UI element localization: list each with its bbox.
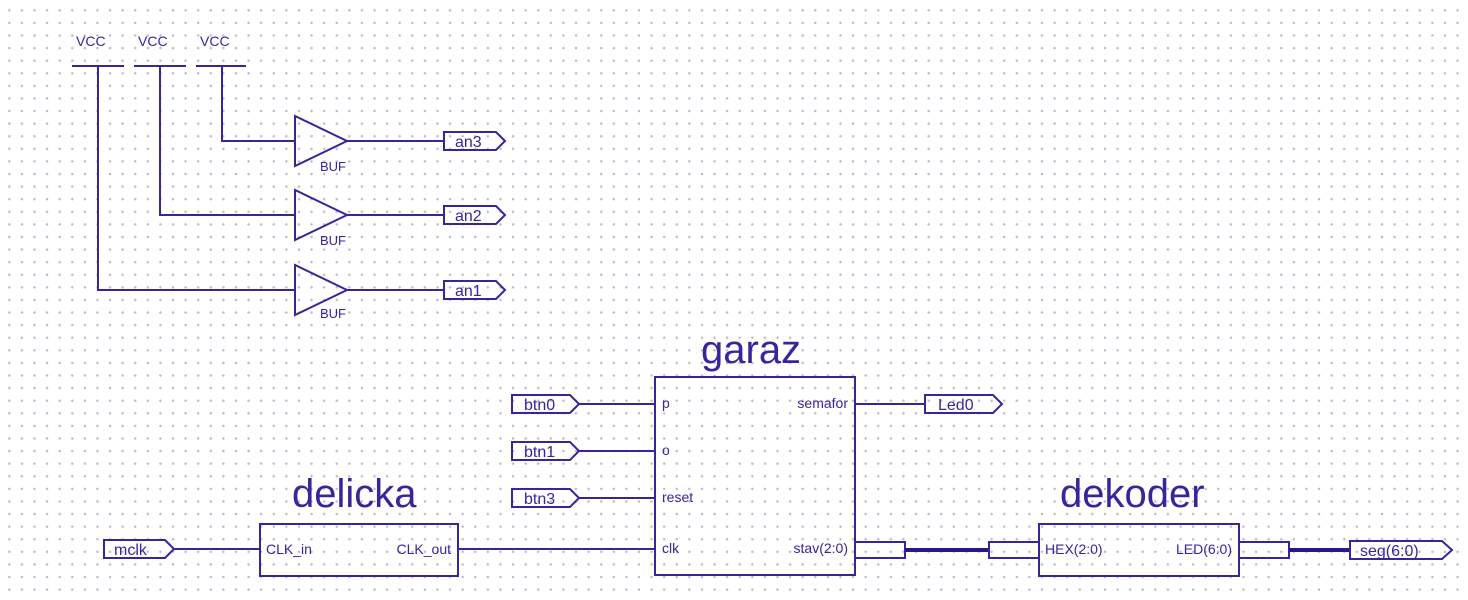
block-pin-stav: stav(2:0) [794, 540, 848, 556]
port-label: btn3 [524, 491, 555, 508]
block-title: delicka [292, 472, 417, 516]
buffer-label: BUF [320, 233, 346, 248]
output-port-led0[interactable]: Led0 [924, 394, 1004, 414]
output-port-an2[interactable]: an2 [443, 205, 507, 225]
block-pin-led: LED(6:0) [1176, 541, 1232, 557]
port-label: mclk [114, 542, 148, 559]
block-body [654, 376, 856, 576]
bus-tap-hex [988, 541, 1040, 559]
port-arrow-shape [1349, 540, 1454, 560]
vcc-symbol-1[interactable]: VCC [72, 33, 124, 67]
buffer-triangle [294, 263, 350, 317]
buffer-an2[interactable]: BUF [294, 188, 350, 248]
block-pin-clk-in: CLK_in [266, 541, 312, 557]
input-port-btn0[interactable]: btn0 [511, 394, 581, 414]
bus-tap-led [1238, 541, 1290, 559]
output-port-an1[interactable]: an1 [443, 280, 507, 300]
port-arrow-shape [103, 539, 176, 559]
vcc-symbol-3[interactable]: VCC [196, 33, 246, 67]
block-pin-hex: HEX(2:0) [1045, 541, 1103, 557]
vcc-symbol-2[interactable]: VCC [134, 33, 186, 67]
vcc-label: VCC [76, 33, 106, 49]
buffer-triangle [294, 188, 350, 242]
port-label: Led0 [938, 397, 974, 414]
wire-vcc-buf-an3[interactable] [221, 66, 295, 142]
block-garaz[interactable]: garaz p o reset clk semafor stav(2:0) [654, 328, 856, 576]
wire-vcc-buf-an2[interactable] [159, 66, 295, 216]
port-label: btn0 [524, 397, 555, 414]
port-arrow-shape [511, 394, 581, 414]
output-port-an3[interactable]: an3 [443, 131, 507, 151]
block-dekoder[interactable]: dekoder HEX(2:0) LED(6:0) [1038, 472, 1240, 577]
port-arrow-shape [443, 280, 507, 300]
block-title: garaz [701, 328, 801, 372]
vcc-label: VCC [200, 33, 230, 49]
block-delicka[interactable]: delicka CLK_in CLK_out [259, 472, 459, 577]
port-label: btn1 [524, 444, 555, 461]
input-port-btn3[interactable]: btn3 [511, 488, 581, 508]
port-arrow-shape [443, 205, 507, 225]
input-port-btn1[interactable]: btn1 [511, 441, 581, 461]
block-pin-clk-out: CLK_out [397, 541, 452, 557]
block-pin-clk: clk [662, 540, 680, 556]
output-port-seg[interactable]: seg(6:0) [1349, 540, 1454, 560]
port-label: an2 [455, 208, 482, 225]
port-arrow-shape [511, 488, 581, 508]
block-pin-p: p [662, 395, 670, 411]
buffer-triangle [294, 114, 350, 168]
block-pin-reset: reset [662, 489, 693, 505]
vcc-label: VCC [138, 33, 168, 49]
buffer-label: BUF [320, 306, 346, 321]
wire-vcc-buf-an1[interactable] [97, 66, 295, 291]
block-pin-semafor: semafor [797, 395, 848, 411]
buffer-an1[interactable]: BUF [294, 263, 350, 321]
block-title: dekoder [1060, 472, 1205, 516]
block-pin-o: o [662, 442, 670, 458]
port-arrow-shape [511, 441, 581, 461]
input-port-mclk[interactable]: mclk [103, 539, 176, 559]
port-arrow-shape [924, 394, 1004, 414]
port-label: an3 [455, 134, 482, 151]
buffer-an3[interactable]: BUF [294, 114, 350, 174]
port-label: seg(6:0) [1360, 543, 1419, 560]
port-label: an1 [455, 283, 482, 300]
port-arrow-shape [443, 131, 507, 151]
buffer-label: BUF [320, 159, 346, 174]
bus-tap-stav [854, 541, 906, 559]
